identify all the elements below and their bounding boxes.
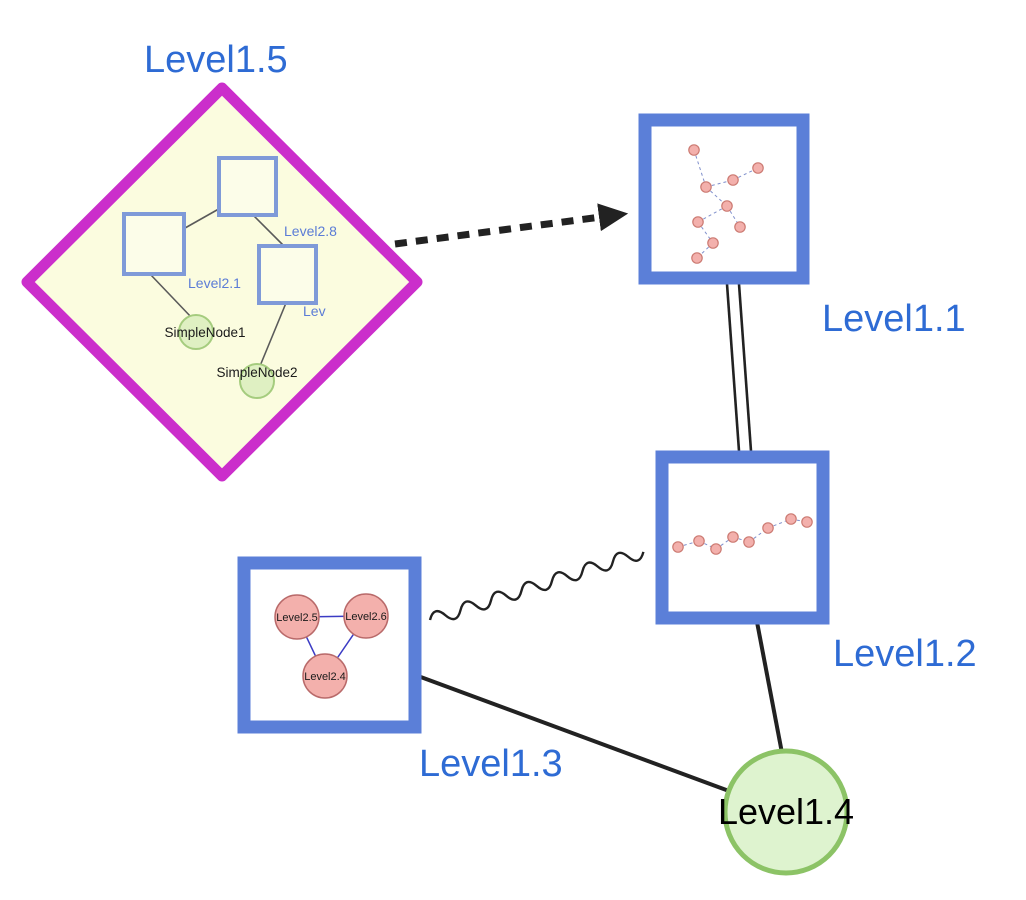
label-level1-1: Level1.1 (822, 298, 966, 340)
edge-level1-2-to-level1-4[interactable] (755, 621, 784, 754)
label-level2-6: Level2.6 (345, 611, 387, 623)
label-level2-8: Level2.8 (284, 223, 337, 239)
label-simplenode2: SimpleNode2 (216, 365, 297, 380)
edge-level1-5-to-level1-1[interactable] (394, 203, 629, 248)
label-level2-1: Level2.1 (188, 275, 241, 291)
node-level1-5[interactable]: Level2.8 Level2.1 Lev SimpleNode1 Simple… (21, 82, 423, 482)
node-simplenode2[interactable] (239, 363, 275, 399)
node-simplenode1[interactable] (178, 314, 214, 350)
node-lev[interactable] (257, 244, 318, 305)
edge-double-line-2[interactable] (737, 283, 753, 452)
level1-2-mini-graph (672, 513, 813, 555)
label-level2-5: Level2.5 (276, 612, 318, 624)
mini-graph-node[interactable] (727, 174, 739, 186)
edge-level1-3-to-level1-4[interactable] (417, 674, 730, 793)
mini-graph-node[interactable] (727, 531, 739, 543)
wavy-edge-path[interactable] (428, 546, 645, 626)
mini-graph-node[interactable] (688, 144, 700, 156)
mini-graph-node[interactable] (707, 237, 719, 249)
label-level2-4: Level2.4 (304, 671, 346, 683)
node-level2-6[interactable] (343, 593, 389, 639)
node-level1-1[interactable] (638, 113, 810, 285)
mini-graph-node[interactable] (721, 200, 733, 212)
label-level1-4: Level1.4 (718, 791, 854, 832)
node-level2-5[interactable] (274, 594, 320, 640)
label-lev: Lev (303, 303, 326, 319)
node-level1-2[interactable] (655, 450, 830, 625)
label-level1-5: Level1.5 (144, 39, 288, 81)
mini-graph-node[interactable] (785, 513, 797, 525)
node-level2-1[interactable] (122, 212, 186, 276)
mini-graph-node[interactable] (672, 541, 684, 553)
mini-graph-node[interactable] (693, 535, 705, 547)
mini-graph-node[interactable] (734, 221, 746, 233)
mini-graph-edge[interactable] (705, 186, 728, 207)
edge-level1-3-to-level1-2[interactable] (428, 546, 645, 626)
level1-3-box[interactable] (237, 556, 422, 734)
mini-graph-edge[interactable] (705, 179, 734, 188)
node-level2-8[interactable] (217, 156, 278, 217)
node-level2-4[interactable] (302, 653, 348, 699)
mini-graph-edge[interactable] (732, 167, 759, 181)
mini-graph-node[interactable] (691, 252, 703, 264)
mini-graph-edge[interactable] (693, 149, 707, 188)
edge-level2-8-to-lev[interactable] (249, 211, 289, 251)
mini-graph-node[interactable] (700, 181, 712, 193)
mini-graph-node[interactable] (743, 536, 755, 548)
edge-level2-1-to-simplenode1[interactable] (149, 273, 193, 319)
level1-5-diamond-shape[interactable] (21, 82, 423, 482)
level1-4-circle[interactable] (722, 748, 850, 876)
mini-graph-node[interactable] (710, 543, 722, 555)
mini-graph-node[interactable] (762, 522, 774, 534)
mini-graph-edge[interactable] (697, 221, 714, 244)
level1-2-box[interactable] (655, 450, 830, 625)
edge-lev-to-simplenode2[interactable] (259, 302, 287, 367)
node-level1-3[interactable]: Level2.5 Level2.6 Level2.4 (237, 556, 422, 734)
node-level1-4[interactable]: Level1.4 (718, 748, 854, 876)
label-simplenode1: SimpleNode1 (164, 325, 245, 340)
mini-graph-node[interactable] (692, 216, 704, 228)
edge-double-line-1[interactable] (725, 283, 741, 452)
mini-graph-node[interactable] (801, 516, 813, 528)
level1-1-box[interactable] (638, 113, 810, 285)
mini-graph-node[interactable] (752, 162, 764, 174)
level1-1-mini-graph (688, 144, 764, 264)
label-level1-3: Level1.3 (419, 743, 563, 785)
edge-level1-1-to-level1-2[interactable] (725, 283, 753, 452)
label-level1-2: Level1.2 (833, 633, 977, 675)
